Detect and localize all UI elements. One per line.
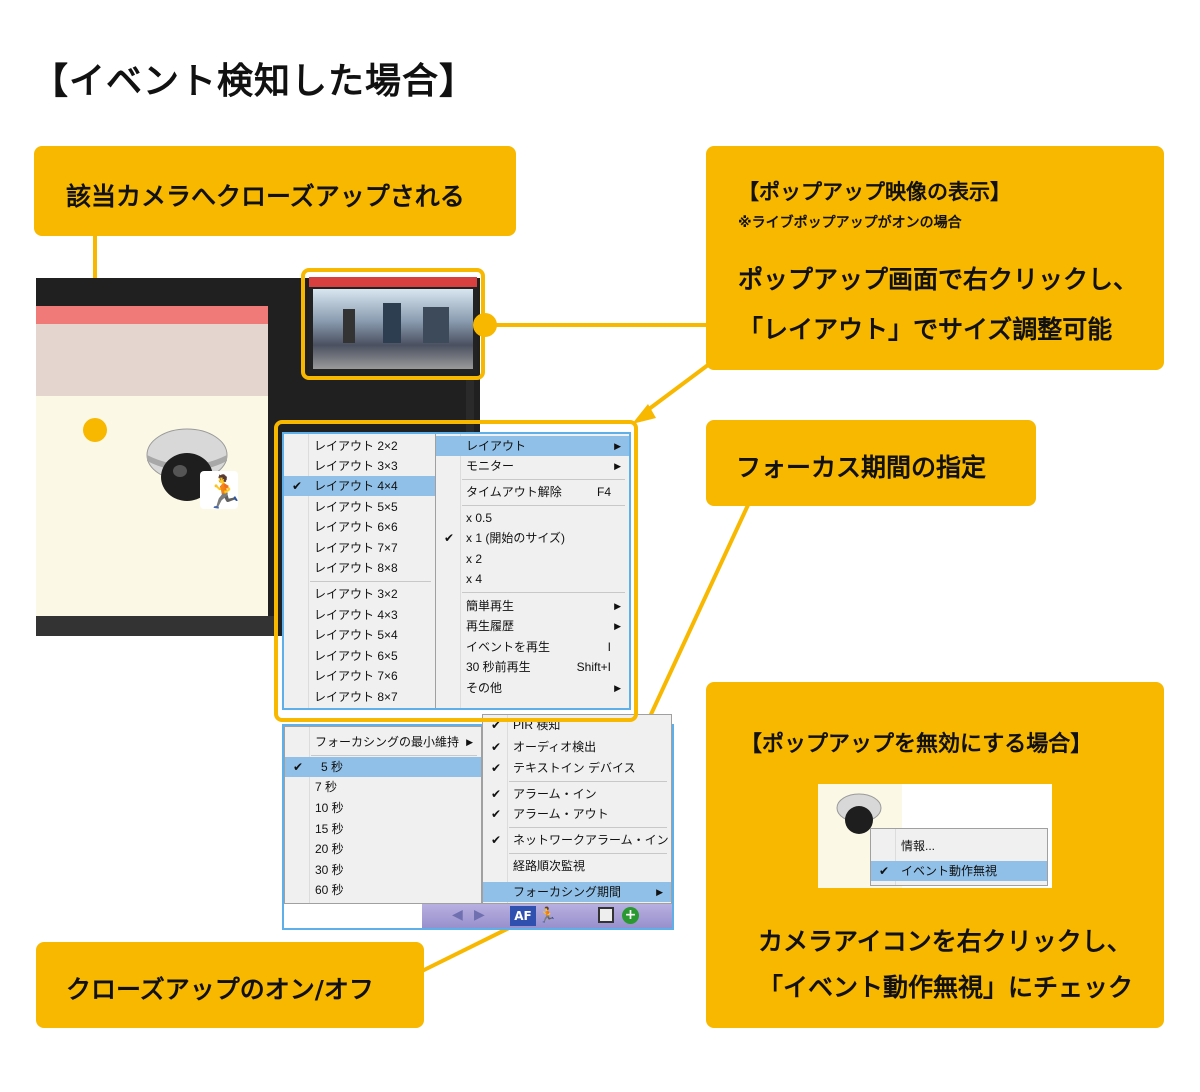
menu-item-layout-5x4[interactable]: レイアウト 5×4 [314,628,398,642]
camera-marker-dot [83,418,107,442]
menu-item-other[interactable]: その他▶ [466,681,621,695]
popup-window[interactable] [309,277,477,373]
dome-camera-icon[interactable]: 🏃 [142,415,242,515]
viewer-statusbar [36,616,276,636]
check-icon: ✔ [491,761,502,775]
menu-item-layout-8x7[interactable]: レイアウト 8×7 [314,690,398,704]
menu-item-easy-play[interactable]: 簡単再生▶ [466,599,621,613]
menu-item-focus-30s[interactable]: 30 秒 [315,863,344,877]
menu-item-focus-5s[interactable]: ✔5 秒 [285,757,481,777]
menu-item-monitor[interactable]: モニター▶ [466,459,621,473]
menu-item-focus-20s[interactable]: 20 秒 [315,842,344,856]
popup-video [313,289,473,369]
menu-item-min-keep[interactable]: フォーカシングの最小維持▶ [315,735,473,749]
menu-item-layout-5x5[interactable]: レイアウト 5×5 [314,500,398,514]
menu-item-layout-7x7[interactable]: レイアウト 7×7 [314,541,398,555]
svg-text:🏃: 🏃 [204,473,242,511]
menu-item-history[interactable]: 再生履歴▶ [466,619,621,633]
callout-closeup: 該当カメラへクローズアップされる [34,146,516,236]
arrow-line-layout [643,363,710,414]
back-arrow-icon[interactable]: ◀ [452,907,463,923]
callout-popup: 【ポップアップ映像の表示】 ※ライブポップアップがオンの場合 ポップアップ画面で… [706,146,1164,370]
menu-item-text-in[interactable]: ✔テキストイン デバイス [483,758,671,778]
check-icon: ✔ [879,864,890,878]
menu-item-layout-8x8[interactable]: レイアウト 8×8 [314,561,398,575]
popup-highlight-frame [301,268,485,380]
menu-item-layout-3x3[interactable]: レイアウト 3×3 [314,459,398,473]
menu-item-layout-3x2[interactable]: レイアウト 3×2 [314,587,398,601]
menu-item-ignore-event[interactable]: ✔イベント動作無視 [871,861,1047,881]
menu-item-focus-10s[interactable]: 10 秒 [315,801,344,815]
menu-item-alarm-in[interactable]: ✔アラーム・イン [483,784,671,804]
viewer-tile-header [36,324,268,396]
menu-item-alarm-out[interactable]: ✔アラーム・アウト [483,804,671,824]
check-icon: ✔ [292,479,303,493]
menu-item-network-alarm[interactable]: ✔ネットワークアラーム・イン [483,830,671,850]
menu-item-route-monitor[interactable]: 経路順次監視 [513,859,586,873]
check-icon: ✔ [491,787,502,801]
camera-icon-context-menu: 情報... ✔イベント動作無視 [870,828,1048,886]
check-icon: ✔ [293,760,304,774]
viewer-toolbar: ◀ ▶ AF 🏃 + [422,904,672,928]
menu-item-layout-6x6[interactable]: レイアウト 6×6 [314,520,398,534]
menu-item-layout-2x2[interactable]: レイアウト 2×2 [314,439,398,453]
callout-disable: 【ポップアップを無効にする場合】 情報... ✔イベント動作無視 カメラアイコン… [706,682,1164,1028]
icon-menu-screenshot: 情報... ✔イベント動作無視 [818,784,1052,888]
connector-toggle [419,923,516,974]
menu-item-layout[interactable]: レイアウト▶ [436,436,629,456]
popup-marker-dot [473,313,497,337]
popup-titlebar[interactable] [309,277,477,287]
arrow-head-icon [632,404,656,424]
connector-popup [487,323,712,327]
focus-duration-menu: フォーカシングの最小維持▶ ✔5 秒 7 秒 10 秒 15 秒 20 秒 30… [284,726,482,904]
forward-arrow-icon[interactable]: ▶ [474,907,485,923]
check-icon: ✔ [491,833,502,847]
menu-item-zoom-2[interactable]: x 2 [466,552,483,566]
callout-focus: フォーカス期間の指定 [706,420,1036,506]
menu-item-focus-60s[interactable]: 60 秒 [315,883,344,897]
menu-item-layout-4x4[interactable]: ✔レイアウト 4×4 [284,476,435,496]
mini-camera-icon[interactable] [834,790,884,840]
menu-item-zoom-0-5[interactable]: x 0.5 [466,511,493,525]
check-icon: ✔ [491,740,502,754]
menu-item-focus-15s[interactable]: 15 秒 [315,822,344,836]
menu-item-focus-7s[interactable]: 7 秒 [315,780,338,794]
menu-item-zoom-4[interactable]: x 4 [466,572,483,586]
window-icon[interactable] [598,907,614,923]
check-icon: ✔ [491,807,502,821]
menu-item-audio[interactable]: ✔オーディオ検出 [483,737,671,757]
menu-item-focus-period[interactable]: フォーカシング期間▶ [483,882,671,902]
page-title: 【イベント検知した場合】 [32,61,477,102]
check-icon: ✔ [444,531,455,545]
menu-item-info[interactable]: 情報... [901,839,936,853]
layout-highlight-frame [274,420,638,722]
viewer-alert-bar [36,306,268,324]
event-runner-icon[interactable]: 🏃 [538,906,557,924]
menu-item-layout-7x6[interactable]: レイアウト 7×6 [314,669,398,683]
menu-item-layout-4x3[interactable]: レイアウト 4×3 [314,608,398,622]
callout-toggle: クローズアップのオン/オフ [36,942,424,1028]
af-toggle-button[interactable]: AF [510,906,536,926]
layout-submenu: レイアウト 2×2 レイアウト 3×3 ✔レイアウト 4×4 レイアウト 5×5… [284,434,436,708]
event-detection-menu: ✔PIR 検知 ✔オーディオ検出 ✔テキストイン デバイス ✔アラーム・イン ✔… [482,714,672,904]
menu-item-layout-6x5[interactable]: レイアウト 6×5 [314,649,398,663]
add-icon[interactable]: + [622,907,639,924]
menu-item-zoom-1[interactable]: ✔x 1 (開始のサイズ) [436,528,629,548]
